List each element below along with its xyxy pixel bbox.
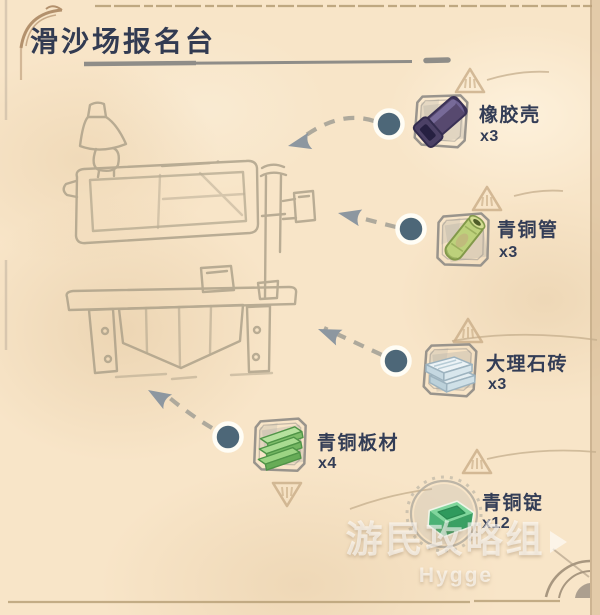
material-count: x4 <box>318 455 337 472</box>
material-name: 橡胶壳 <box>479 105 541 126</box>
material-frame[interactable] <box>252 92 491 553</box>
step-marker-dot <box>212 108 427 453</box>
marble-brick-icon <box>425 356 476 393</box>
material-count: x3 <box>480 128 499 145</box>
title-underline <box>83 57 451 67</box>
material-count: x3 <box>488 376 507 393</box>
rubber-shell-icon <box>412 96 468 148</box>
arrowhead-icon <box>143 132 363 410</box>
material-name: 青铜管 <box>497 220 559 241</box>
material-count: x12 <box>482 515 511 532</box>
registration-desk-sketch <box>62 101 317 381</box>
material-name: 大理石砖 <box>486 354 569 375</box>
decor-curve <box>349 70 598 510</box>
bronze-ingot-icon <box>427 500 475 538</box>
bronze-plank-icon <box>257 426 304 471</box>
material-name: 青铜锭 <box>482 493 544 514</box>
corner-ornament-top-left <box>19 5 63 80</box>
material-count: x3 <box>499 244 518 261</box>
page-title: 滑沙场报名台 <box>30 26 217 57</box>
bronze-pipe-icon <box>444 214 486 261</box>
dashed-connector <box>163 115 397 430</box>
corner-ornament-bottom-right <box>544 548 591 599</box>
page-border <box>4 0 600 615</box>
material-name: 青铜板材 <box>317 433 400 454</box>
